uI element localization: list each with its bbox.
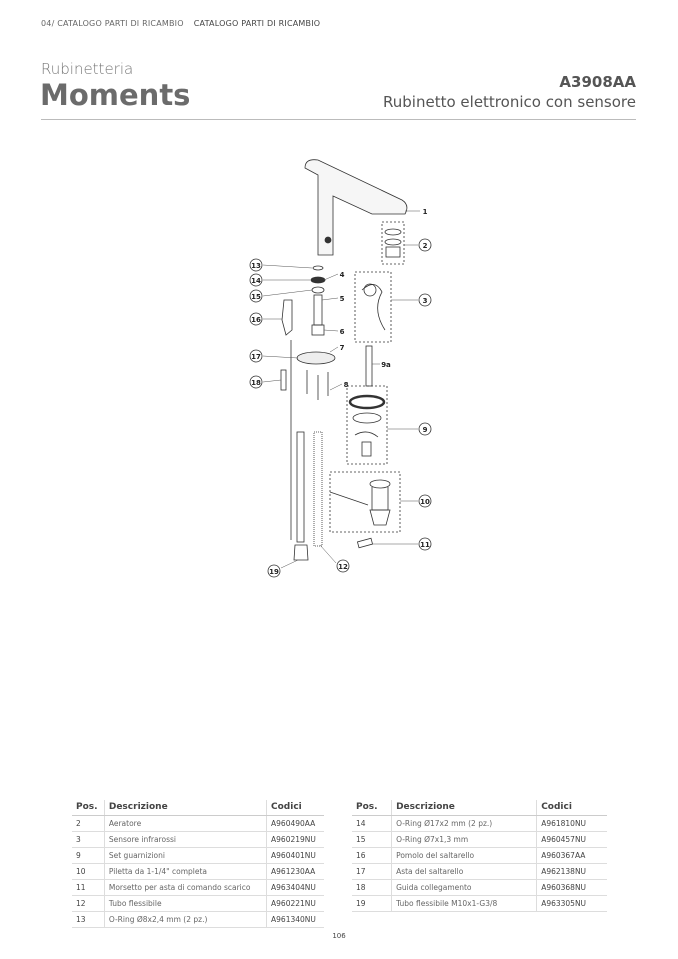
callout-16: 16 bbox=[251, 316, 261, 324]
code-cell: A960219NU bbox=[266, 831, 324, 848]
code-cell: A960367AA bbox=[536, 847, 607, 864]
series-title: Moments bbox=[40, 78, 191, 112]
callout-6: 6 bbox=[340, 328, 345, 336]
code-cell: A962138NU bbox=[536, 863, 607, 880]
col-pos: Pos. bbox=[352, 800, 392, 816]
catalog-title: CATALOGO PARTI DI RICAMBIO bbox=[193, 19, 321, 28]
callouts: 1 2 3 4 5 6 7 8 9 9a 10 11 12 13 14 15 1… bbox=[249, 208, 432, 578]
col-descrizione: Descrizione bbox=[391, 800, 537, 816]
callout-4: 4 bbox=[340, 271, 345, 279]
pos-cell: 11 bbox=[72, 879, 105, 896]
product-description: Rubinetto elettronico con sensore bbox=[383, 93, 636, 111]
callout-5: 5 bbox=[340, 295, 345, 303]
code-cell: A960401NU bbox=[266, 847, 324, 864]
code-cell: A960221NU bbox=[266, 895, 324, 912]
pos-cell: 19 bbox=[352, 895, 392, 912]
col-codici: Codici bbox=[536, 800, 607, 816]
pos-cell: 14 bbox=[352, 815, 392, 832]
pos-cell: 9 bbox=[72, 847, 105, 864]
callout-13: 13 bbox=[251, 262, 261, 270]
pos-cell: 18 bbox=[352, 879, 392, 896]
pos-cell: 10 bbox=[72, 863, 105, 880]
code-cell: A961810NU bbox=[536, 815, 607, 832]
product-code: A3908AA bbox=[559, 73, 636, 91]
callout-8: 8 bbox=[344, 381, 349, 389]
description-cell: Asta del saltarello bbox=[391, 863, 537, 880]
code-cell: A960368NU bbox=[536, 879, 607, 896]
description-cell: Sensore infrarossi bbox=[103, 831, 267, 848]
col-codici: Codici bbox=[266, 800, 324, 816]
callout-9: 9 bbox=[423, 426, 428, 434]
code-cell: A963305NU bbox=[536, 895, 607, 912]
callout-2: 2 bbox=[423, 242, 428, 250]
callout-18: 18 bbox=[251, 379, 261, 387]
code-cell: A960457NU bbox=[536, 831, 607, 848]
page-number: 106 bbox=[332, 932, 346, 940]
callout-19: 19 bbox=[269, 568, 279, 576]
code-cell: A961340NU bbox=[266, 911, 324, 928]
description-cell: O-Ring Ø8x2,4 mm (2 pz.) bbox=[103, 911, 267, 928]
description-cell: Pomolo del saltarello bbox=[391, 847, 537, 864]
code-cell: A963404NU bbox=[266, 879, 324, 896]
pos-cell: 15 bbox=[352, 831, 392, 848]
col-pos: Pos. bbox=[72, 800, 105, 816]
callout-12: 12 bbox=[338, 563, 348, 571]
description-cell: Aeratore bbox=[103, 815, 267, 832]
callout-17: 17 bbox=[251, 353, 261, 361]
pos-cell: 16 bbox=[352, 847, 392, 864]
category: Rubinetteria bbox=[41, 60, 134, 78]
callout-3: 3 bbox=[423, 297, 428, 305]
description-cell: O-Ring Ø17x2 mm (2 pz.) bbox=[391, 815, 537, 832]
callout-9a: 9a bbox=[381, 361, 391, 369]
description-cell: Guida collegamento bbox=[391, 879, 537, 896]
description-cell: Tubo flessibile bbox=[103, 895, 267, 912]
callout-11: 11 bbox=[420, 541, 430, 549]
catalog-overlap-text: 04/ CATALOGO PARTI DI RICAMBIO bbox=[41, 19, 184, 28]
catalog-header: 04/ CATALOGO PARTI DI RICAMBIO CATALOGO … bbox=[41, 19, 320, 28]
pos-cell: 12 bbox=[72, 895, 105, 912]
description-cell: Piletta da 1-1/4" completa bbox=[103, 863, 267, 880]
code-cell: A961230AA bbox=[266, 863, 324, 880]
callout-10: 10 bbox=[420, 498, 430, 506]
code-cell: A960490AA bbox=[266, 815, 324, 832]
description-cell: Set guarnizioni bbox=[103, 847, 267, 864]
pos-cell: 17 bbox=[352, 863, 392, 880]
exploded-diagram: 1 2 3 4 5 6 7 8 9 9a 10 11 12 13 14 15 1… bbox=[249, 159, 432, 578]
description-cell: Tubo flessibile M10x1-G3/8 bbox=[391, 895, 537, 912]
callout-1: 1 bbox=[423, 208, 428, 216]
callout-15: 15 bbox=[251, 293, 261, 301]
pos-cell: 13 bbox=[72, 911, 105, 928]
description-cell: Morsetto per asta di comando scarico bbox=[103, 879, 267, 896]
col-descrizione: Descrizione bbox=[103, 800, 267, 816]
description-cell: O-Ring Ø7x1,3 mm bbox=[391, 831, 537, 848]
callout-14: 14 bbox=[251, 277, 261, 285]
pos-cell: 3 bbox=[72, 831, 105, 848]
callout-7: 7 bbox=[340, 344, 345, 352]
pos-cell: 2 bbox=[72, 815, 105, 832]
divider bbox=[41, 119, 636, 120]
